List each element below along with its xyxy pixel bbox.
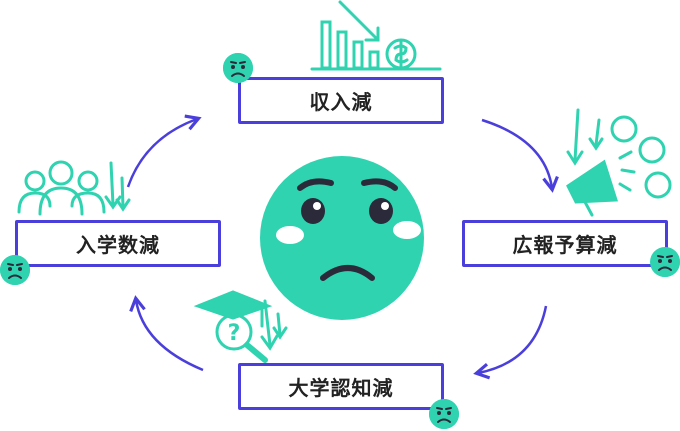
box-enrollment-label: 入学数減 [76,233,160,257]
arrow-recog-to-enroll [129,295,204,372]
box-ad-budget: 広報予算減 [462,220,668,267]
graduation-cap-question-magnifier-icon: ? [193,290,288,363]
arrow-ad-to-recog [473,305,548,380]
arrow-income-to-ad [481,118,559,193]
arrow-enroll-to-income [126,114,202,188]
box-ad-budget-label: 広報予算減 [512,233,618,257]
worried-face-icon [260,156,424,320]
group-of-people-down-arrows-icon [17,160,131,216]
box-income-label: 収入減 [309,90,373,114]
falling-bar-chart-dollar-icon [310,0,442,71]
box-income: 収入減 [238,77,444,124]
box-enrollment: 入学数減 [15,220,221,267]
megaphone-people-down-arrows-icon [566,108,672,217]
box-recognition-label: 大学認知減 [288,376,394,400]
box-recognition: 大学認知減 [238,363,444,410]
svg-text:?: ? [228,321,241,346]
